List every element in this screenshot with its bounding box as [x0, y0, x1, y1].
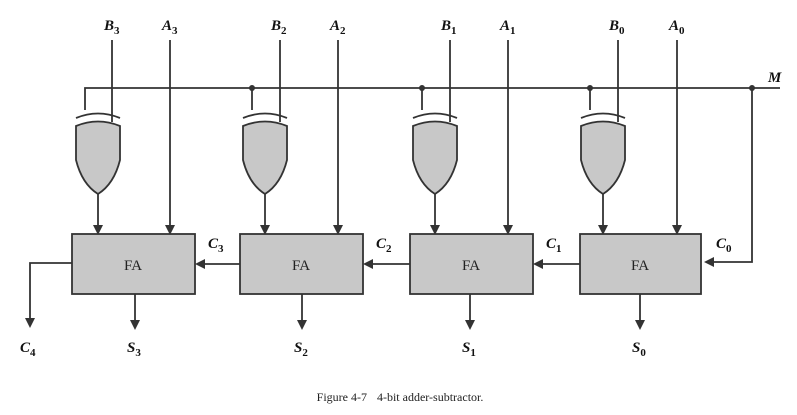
sum-label-s1: S1: [462, 340, 476, 359]
input-label-a3: A3: [161, 18, 178, 37]
input-label-b1: B1: [440, 18, 457, 37]
xor-gate-3: [75, 120, 121, 196]
full-adder-label: FA: [631, 258, 649, 274]
full-adder-2: [239, 233, 364, 295]
input-label-a2: A2: [329, 18, 346, 37]
sum-label-s0: S0: [632, 340, 646, 359]
input-label-a0: A0: [668, 18, 685, 37]
full-adder-label: FA: [292, 258, 310, 274]
carry-label-c2: C2: [376, 236, 392, 255]
sum-label-s3: S3: [127, 340, 141, 359]
sum-label-s2: S2: [294, 340, 308, 359]
figure-title: 4-bit adder-subtractor.: [377, 390, 483, 404]
stage-0: FA: [533, 40, 702, 330]
input-label-b2: B2: [270, 18, 287, 37]
xor-gate-0: [580, 120, 626, 196]
figure-number: Figure 4-7: [317, 390, 367, 404]
figure-caption: Figure 4-7 4-bit adder-subtractor.: [317, 390, 484, 404]
stage-1: FA: [363, 40, 534, 330]
xor-gate-2: [242, 120, 288, 196]
mode-line: [84, 85, 780, 267]
carry-label-c3: C3: [208, 236, 224, 255]
xor-gate-1: [412, 120, 458, 196]
full-adder-label: FA: [124, 258, 142, 274]
carry-label-c1: C1: [546, 236, 562, 255]
stage-3: FA: [25, 40, 196, 330]
stage-2: FA: [195, 40, 364, 330]
full-adder-0: [579, 233, 702, 295]
carry-out-label-c4: C4: [20, 340, 36, 359]
input-label-a1: A1: [499, 18, 516, 37]
full-adder-1: [409, 233, 534, 295]
full-adder-label: FA: [462, 258, 480, 274]
input-label-b3: B3: [103, 18, 120, 37]
carry-label-c0: C0: [716, 236, 732, 255]
full-adder-3: [71, 233, 196, 295]
input-label-b0: B0: [608, 18, 625, 37]
mode-label: M: [767, 70, 782, 86]
